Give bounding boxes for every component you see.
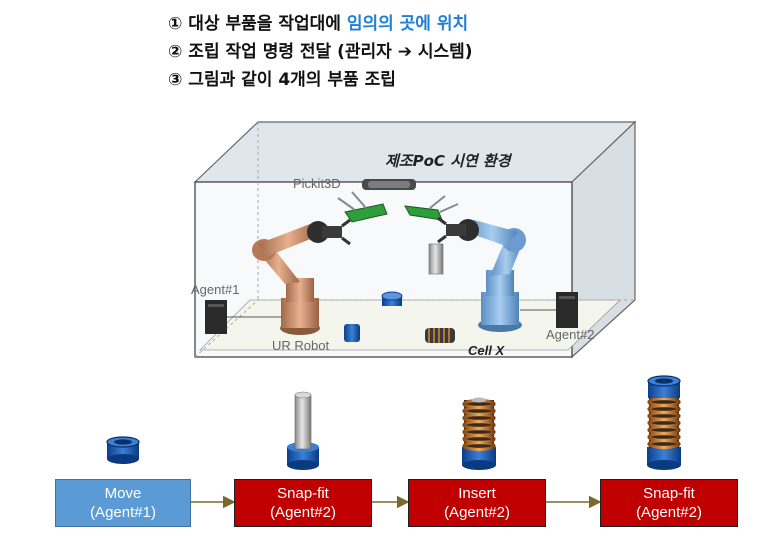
process-step-4-agent: (Agent#2) (636, 504, 702, 521)
process-step-3-title: Insert (458, 485, 496, 502)
part-spring-table (425, 328, 455, 343)
robot-right (428, 216, 526, 332)
process-step-move: Move (Agent#1) (55, 479, 191, 527)
agent1-label: Agent#1 (191, 282, 240, 297)
pickit-camera (362, 179, 416, 190)
part-ring-table-2 (344, 324, 360, 342)
stage2-pin-ring-icon (287, 391, 319, 470)
process-step-snap-fit-2: Snap-fit (Agent#2) (600, 479, 738, 527)
instruction-step-3: ③ 그림과 같이 4개의 부품 조립 (168, 70, 396, 90)
process-step-snap-fit-1: Snap-fit (Agent#2) (234, 479, 372, 527)
agent1-computer (205, 300, 282, 334)
process-step-4-title: Snap-fit (643, 485, 695, 502)
step-1-highlight: 임의의 곳에 위치 (346, 14, 469, 34)
stage1-ring-icon (106, 436, 140, 464)
instruction-step-1: ① 대상 부품을 작업대에 임의의 곳에 위치 (168, 10, 473, 38)
stage3-spring-icon (462, 397, 496, 470)
instruction-step-2: ② 조립 작업 명령 전달 (관리자 ➔ 시스템) (168, 42, 473, 62)
agent2-computer (520, 292, 578, 328)
agent2-label: Agent#2 (546, 327, 595, 342)
camera-label: Pickit3D (293, 176, 341, 191)
step-1-prefix: ① 대상 부품을 작업대에 (168, 14, 347, 34)
stage4-full-assembly-icon (647, 375, 681, 470)
scene-title: 제조PoC 시연 환경 (385, 152, 511, 170)
process-step-2-title: Snap-fit (277, 485, 329, 502)
process-step-3-agent: (Agent#2) (444, 504, 510, 521)
cell-label: Cell X (468, 343, 505, 358)
gripper-left (337, 191, 388, 223)
process-step-1-agent: (Agent#1) (90, 504, 156, 521)
instruction-list: ① 대상 부품을 작업대에 임의의 곳에 위치 ② 조립 작업 명령 전달 (관… (168, 10, 473, 94)
process-step-1-title: Move (104, 485, 142, 502)
part-ring-table (381, 291, 403, 306)
process-step-insert: Insert (Agent#2) (408, 479, 546, 527)
robot-label: UR Robot (272, 338, 330, 353)
robot-left (252, 218, 351, 335)
process-step-2-agent: (Agent#2) (270, 504, 336, 521)
